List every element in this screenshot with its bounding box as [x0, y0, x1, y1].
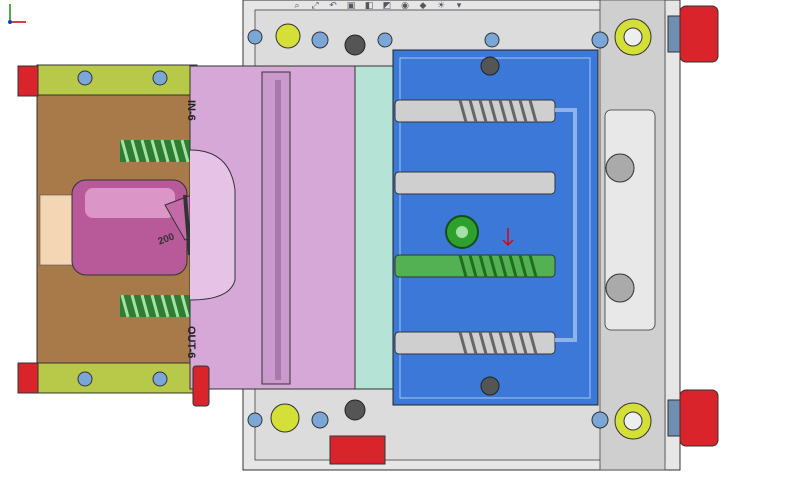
out-label: OUT-6 [185, 326, 197, 359]
spring-top-left [120, 139, 190, 163]
hide-show-icon[interactable]: ◉ [401, 1, 409, 11]
display-style-icon[interactable]: ◩ [382, 1, 392, 11]
axis-triad-icon [8, 4, 26, 24]
view-toolbar: ⌕ ⤢ ↶ ▣ ◧ ◩ ◉ ◆ ☀ ▾ [290, 0, 466, 12]
guide-pin-hole [605, 273, 635, 303]
handle-bottom-right [667, 389, 719, 447]
in-label: IN-6 [185, 100, 197, 121]
red-stop-bottom [17, 362, 39, 394]
search-icon[interactable]: ⌕ [294, 1, 300, 11]
section-view-icon[interactable]: ▣ [346, 1, 356, 11]
molded-part [71, 179, 226, 276]
display-settings-icon[interactable]: ▾ [456, 1, 462, 11]
olive-plate-bottom [36, 362, 198, 394]
zoom-area-icon[interactable]: ⤢ [311, 1, 319, 11]
view-orientation-icon[interactable]: ◧ [364, 1, 374, 11]
red-block-bottom [329, 435, 386, 465]
olive-plate-top [36, 64, 198, 96]
handle-top-right [667, 5, 719, 63]
previous-view-icon[interactable]: ↶ [329, 1, 337, 11]
appearance-icon[interactable]: ◆ [419, 1, 427, 11]
guide-pin-hole [605, 153, 635, 183]
scene-icon[interactable]: ☀ [436, 1, 446, 11]
red-stop-top [17, 65, 39, 97]
spring-bottom-left [120, 294, 190, 318]
